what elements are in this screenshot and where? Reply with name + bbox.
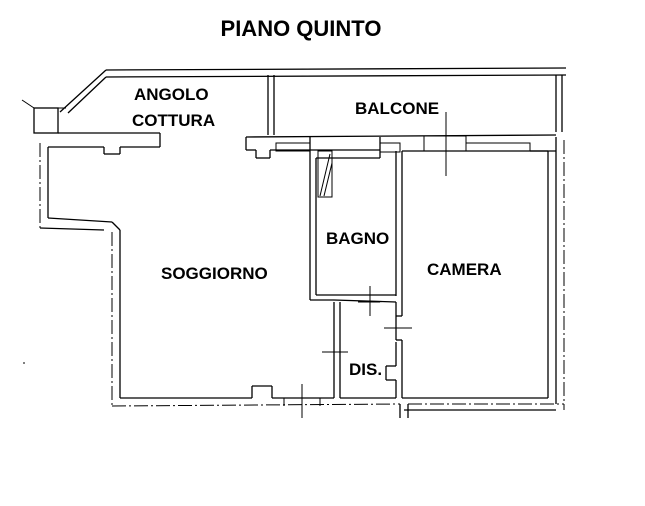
door-marks: [322, 112, 447, 366]
living-walls: [23, 143, 564, 418]
plan-title: PIANO QUINTO: [221, 16, 382, 41]
bedroom-walls: [395, 137, 565, 410]
room-label-balcone: BALCONE: [355, 99, 439, 118]
balcony-outline: [21, 67, 567, 135]
bathroom-walls: [309, 137, 397, 303]
room-label-soggiorno: SOGGIORNO: [161, 264, 268, 283]
room-label-bagno: BAGNO: [326, 229, 389, 248]
hallway-walls: [333, 302, 397, 399]
room-label-cottura: COTTURA: [132, 111, 215, 130]
room-label-camera: CAMERA: [427, 260, 502, 279]
room-label-dis: DIS.: [349, 360, 382, 379]
upper-wall: [48, 132, 557, 159]
room-label-angolo: ANGOLO: [134, 85, 209, 104]
